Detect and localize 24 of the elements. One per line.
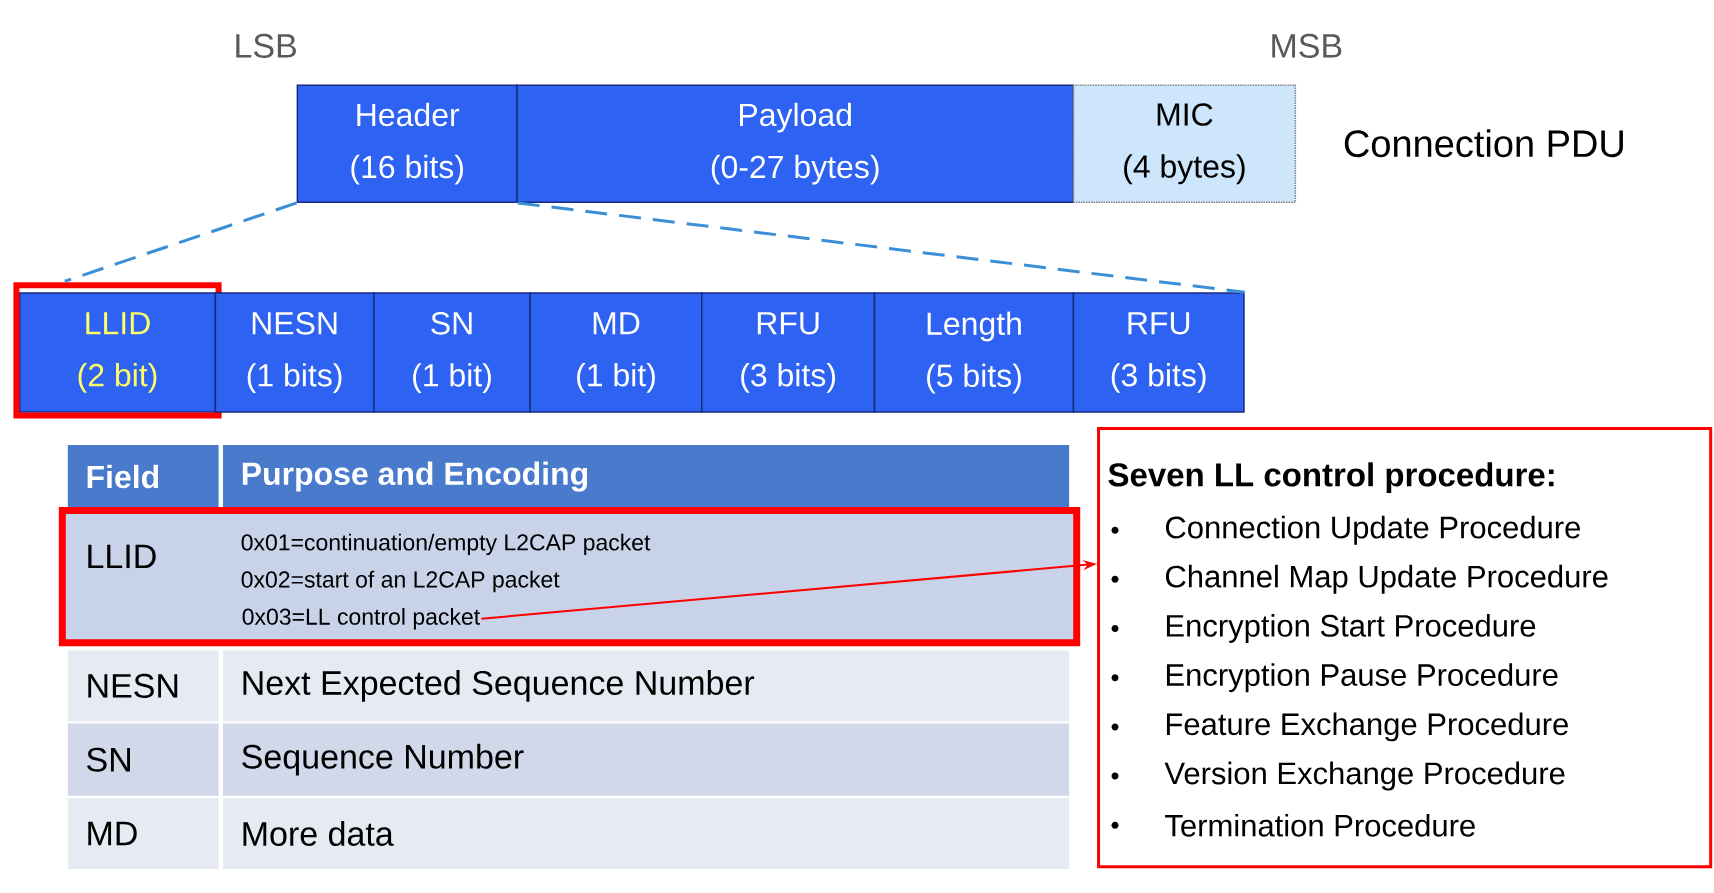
bit-field: SN (1 bit): [373, 292, 531, 413]
table-cell: MD: [67, 798, 219, 869]
mic-field: MIC (4 bytes): [1072, 84, 1297, 203]
table-cell: Next Expected Sequence Number: [223, 650, 1070, 722]
bit-field: RFU (3 bits): [1072, 292, 1245, 413]
zoom-line: [64, 201, 298, 283]
table-cell: More data: [223, 798, 1070, 869]
bit-field: RFU (3 bits): [701, 292, 876, 413]
bit-field: MD (1 bit): [529, 292, 703, 413]
zoom-line: [517, 201, 1245, 294]
diagram-label: Connection PDU: [1344, 129, 1623, 158]
procedure-list-box: Seven LL control procedure: Connection Update Procedure Channel Map Update Procedure Encryption Start Procedure Encryption Pause Procedure Feature Exchange Procedure Version Exchange Procedure Termination Procedure: [1097, 427, 1713, 869]
table-header-cell: Field: [67, 444, 219, 509]
bit-field: Length (5 bits): [873, 292, 1075, 413]
table-cell: SN: [67, 723, 219, 796]
side-label: MSB: [1272, 33, 1342, 58]
pdu-field: Header (16 bits): [296, 84, 518, 203]
table-cell: Sequence Number: [223, 723, 1070, 796]
table-cell: NESN: [67, 650, 219, 722]
encoding-text: 0x03=LL control packet: [242, 607, 480, 630]
table-header-cell: Purpose and Encoding: [223, 444, 1070, 509]
bit-field: NESN (1 bits): [214, 292, 375, 413]
side-label: LSB: [236, 33, 296, 58]
bit-field: LLID (2 bit): [13, 282, 222, 419]
